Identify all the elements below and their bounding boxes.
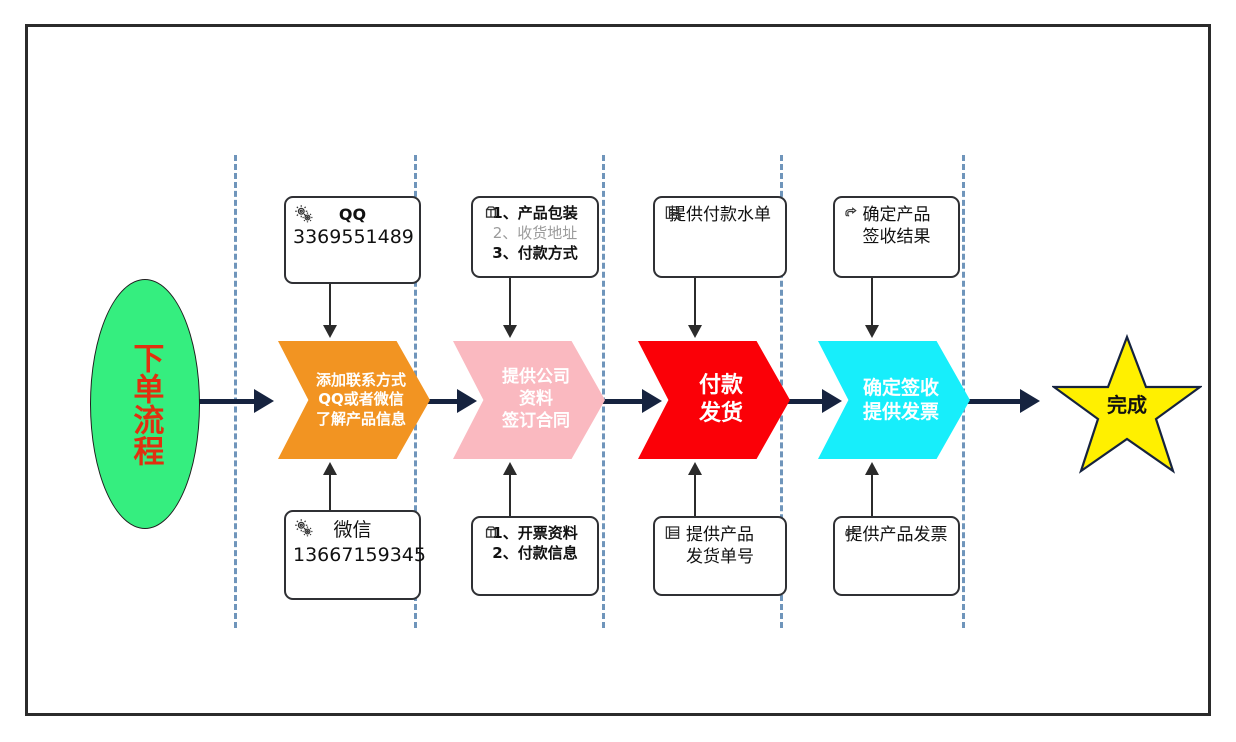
note-line: 签收结果 xyxy=(862,227,931,248)
note-line: 2、收货地址 xyxy=(492,223,578,242)
connector-arrowhead xyxy=(323,325,337,338)
gears-icon xyxy=(293,517,315,539)
flow-line-1-2 xyxy=(403,399,464,404)
note-payment-slip-body: 提供付款水单 xyxy=(662,204,778,226)
connector-arrowhead xyxy=(688,325,702,338)
flow-line-2-3 xyxy=(578,399,649,404)
flow-arrowhead-stage4 xyxy=(822,389,842,413)
stage-contact-label: 添加联系方式 QQ或者微信 了解产品信息 xyxy=(315,371,406,428)
note-line: 3369551489 xyxy=(293,226,414,249)
flow-arrowhead-stage2 xyxy=(457,389,477,413)
note-line: 提供付款水单 xyxy=(669,205,771,225)
package-person-icon xyxy=(480,203,502,225)
lane-separator-3 xyxy=(602,155,605,628)
connector-wechat-to-stage1 xyxy=(329,469,332,510)
note-line: 微信 xyxy=(333,519,372,541)
gears-icon xyxy=(293,203,315,225)
flow-arrowhead-stage3 xyxy=(642,389,662,413)
note-line: 发货单号 xyxy=(686,547,754,568)
connector-arrowhead xyxy=(503,462,517,475)
flow-line-finish xyxy=(943,399,1027,404)
note-product-invoice[interactable]: 提供产品发票 xyxy=(833,516,960,596)
note-invoice-data[interactable]: 1、开票资料 2、付款信息 xyxy=(471,516,599,596)
flow-arrowhead-stage1 xyxy=(254,389,274,413)
note-confirm-receipt-body: 确定产品 签收结果 xyxy=(842,204,951,249)
finish-node-label: 完成 xyxy=(1107,393,1147,417)
stage-pay-ship-label: 付款 发货 xyxy=(698,372,743,426)
connector-confirm-to-stage4 xyxy=(871,278,874,332)
flow-line-start xyxy=(150,399,261,404)
note-line: 1、产品包装 xyxy=(492,204,578,222)
note-line: 13667159345 xyxy=(293,544,426,567)
diagram-frame: 下单流程 QQ 3369551489 xyxy=(25,24,1211,716)
pointing-hand-icon xyxy=(842,203,864,225)
list-document-icon xyxy=(662,523,684,545)
note-product-package[interactable]: 1、产品包装 2、收货地址 3、付款方式 xyxy=(471,196,599,278)
pointing-hand-icon xyxy=(842,523,864,545)
note-line: 提供产品发票 xyxy=(845,525,948,545)
note-shipping-number-body: 提供产品 发货单号 xyxy=(662,524,778,569)
note-line: 2、付款信息 xyxy=(492,543,578,562)
connector-invoice-to-stage4 xyxy=(871,469,874,516)
lane-separator-1 xyxy=(234,155,237,628)
connector-arrowhead xyxy=(323,462,337,475)
note-wechat-body: 微信 13667159345 xyxy=(293,518,426,568)
note-line: QQ xyxy=(338,205,367,224)
connector-arrowhead xyxy=(865,325,879,338)
note-line: 提供产品 xyxy=(686,525,754,545)
note-product-invoice-body: 提供产品发票 xyxy=(842,524,951,546)
start-node-label: 下单流程 xyxy=(127,342,164,466)
connector-invoicedata-to-stage2 xyxy=(509,469,512,516)
note-confirm-receipt[interactable]: 确定产品 签收结果 xyxy=(833,196,960,278)
connector-payslip-to-stage3 xyxy=(694,278,697,332)
note-qq[interactable]: QQ 3369551489 xyxy=(284,196,421,284)
connector-pkg-to-stage2 xyxy=(509,278,512,332)
flow-line-3-4 xyxy=(763,399,829,404)
flow-arrowhead-finish xyxy=(1020,389,1040,413)
package-person-icon xyxy=(480,523,502,545)
stage-contact[interactable]: 添加联系方式 QQ或者微信 了解产品信息 xyxy=(278,341,430,459)
connector-qq-to-stage1 xyxy=(329,284,332,332)
start-node[interactable]: 下单流程 xyxy=(90,279,200,529)
connector-arrowhead xyxy=(503,325,517,338)
note-payment-slip[interactable]: 提供付款水单 xyxy=(653,196,787,278)
note-line: 1、开票资料 xyxy=(492,524,578,542)
connector-arrowhead xyxy=(688,462,702,475)
note-product-package-body: 1、产品包装 2、收货地址 3、付款方式 xyxy=(480,204,590,263)
stage-company-info-label: 提供公司 资料 签订合同 xyxy=(502,367,570,431)
note-line: 确定产品 xyxy=(862,205,931,225)
connector-shipno-to-stage3 xyxy=(694,469,697,516)
list-document-icon xyxy=(662,203,684,225)
note-shipping-number[interactable]: 提供产品 发货单号 xyxy=(653,516,787,596)
note-qq-body: QQ 3369551489 xyxy=(293,204,414,250)
finish-node[interactable]: 完成 xyxy=(1052,333,1202,476)
star-shape xyxy=(1052,333,1202,474)
note-wechat[interactable]: 微信 13667159345 xyxy=(284,510,426,600)
note-line: 3、付款方式 xyxy=(492,243,578,262)
stage-receipt-invoice-label: 确定签收 提供发票 xyxy=(862,376,939,423)
note-invoice-data-body: 1、开票资料 2、付款信息 xyxy=(480,524,590,564)
connector-arrowhead xyxy=(865,462,879,475)
